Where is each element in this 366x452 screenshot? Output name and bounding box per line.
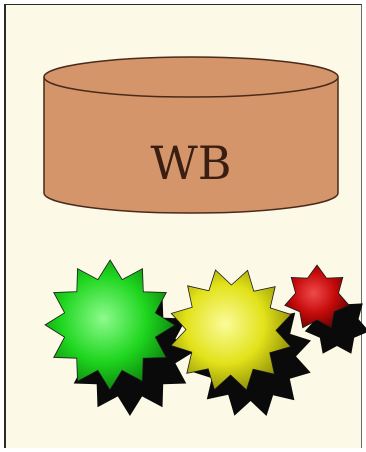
database-cylinder: WB (44, 57, 338, 213)
database-label: WB (150, 136, 231, 190)
yellow-gear (171, 270, 291, 390)
cylinder-top (44, 57, 338, 97)
